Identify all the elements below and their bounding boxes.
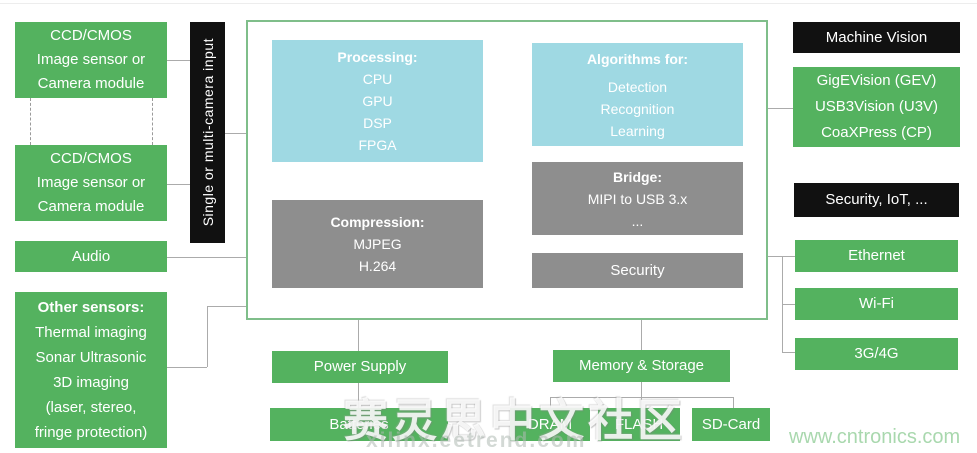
connector-soc-vision (768, 108, 793, 109)
sd-card-box: SD-Card (692, 408, 770, 441)
connector-bus-dram (550, 397, 551, 408)
algorithm-item: Recognition (600, 100, 675, 117)
sd-card-label: SD-Card (701, 415, 761, 433)
camera-module-box-1: CCD/CMOS Image sensor or Camera module (15, 22, 167, 98)
camera-line: CCD/CMOS (50, 150, 132, 167)
vision-standard-item: GigEVision (GEV) (816, 72, 937, 89)
connector-power-batteries (358, 383, 359, 408)
wifi-label: Wi-Fi (859, 295, 894, 312)
bridge-item: MIPI to USB 3.x (587, 190, 688, 207)
camera-line: CCD/CMOS (50, 27, 132, 44)
connector-sensors-soc-h2 (207, 306, 246, 307)
algorithms-box: Algorithms for: Detection Recognition Le… (532, 43, 743, 146)
other-sensors-box: Other sensors: Thermal imaging Sonar Ult… (15, 292, 167, 448)
connector-memory-bus-v (641, 382, 642, 397)
audio-box: Audio (15, 241, 167, 272)
processing-item: GPU (362, 93, 393, 109)
security-iot-header: Security, IoT, ... (794, 183, 959, 217)
processing-item: FPGA (358, 137, 397, 153)
vision-standard-item: CoaXPress (CP) (821, 124, 932, 141)
other-sensor-item: (laser, stereo, (45, 399, 137, 416)
processing-item: DSP (363, 115, 392, 131)
camera-line: Image sensor or (36, 51, 146, 68)
connector-camera2-input (167, 184, 190, 185)
security-iot-label: Security, IoT, ... (825, 191, 928, 208)
wifi-box: Wi-Fi (795, 288, 958, 320)
camera-module-box-2: CCD/CMOS Image sensor or Camera module (15, 145, 167, 221)
processing-item: CPU (362, 71, 393, 87)
compression-box: Compression: MJPEG H.264 (272, 200, 483, 288)
other-sensors-title: Other sensors: (37, 299, 145, 316)
connector-input-soc (225, 133, 246, 134)
other-sensor-item: Sonar Ultrasonic (35, 349, 147, 366)
memory-storage-box: Memory & Storage (553, 350, 730, 382)
connector-bus-sdcard (733, 397, 734, 408)
connector-soc-ethernet (768, 256, 795, 257)
connector-trunk-wifi (782, 304, 795, 305)
machine-vision-header: Machine Vision (793, 22, 960, 53)
power-supply-box: Power Supply (272, 351, 448, 383)
algorithm-item: Detection (607, 78, 668, 95)
flash-box: FLASH (598, 408, 680, 441)
bridge-box: Bridge: MIPI to USB 3.x ... (532, 162, 743, 235)
repeat-dashed-line-right (152, 98, 153, 145)
other-sensor-item: fringe protection) (34, 424, 148, 441)
algorithm-item: Learning (610, 122, 665, 139)
cellular-label: 3G/4G (854, 345, 899, 362)
audio-label: Audio (71, 247, 111, 265)
connector-bus-flash (641, 397, 642, 408)
batteries-box: Batteries (270, 408, 448, 441)
watermark-bottom-right-url: www.cntronics.com (789, 426, 961, 448)
other-sensor-item: Thermal imaging (35, 324, 147, 341)
dram-box: DRAM (510, 408, 590, 441)
other-sensor-item: 3D imaging (53, 374, 129, 391)
connector-audio-soc (167, 257, 246, 258)
connector-sensors-soc-v (207, 306, 208, 367)
repeat-dashed-line-left (30, 98, 31, 145)
camera-input-bar-label: Single or multi-camera input (199, 38, 216, 227)
camera-input-bar: Single or multi-camera input (190, 22, 225, 243)
connector-soc-power (358, 320, 359, 351)
flash-label: FLASH (614, 415, 664, 433)
connector-trunk-cellular (782, 352, 795, 353)
bridge-item: ... (631, 212, 644, 229)
memory-storage-label: Memory & Storage (578, 357, 705, 374)
camera-line: Camera module (37, 198, 145, 215)
processing-title: Processing: (337, 49, 418, 65)
batteries-label: Batteries (329, 415, 389, 433)
vision-standard-item: USB3Vision (U3V) (814, 98, 939, 115)
security-box: Security (532, 253, 743, 288)
processing-box: Processing: CPU GPU DSP FPGA (272, 40, 483, 162)
camera-line: Camera module (37, 75, 145, 92)
compression-title: Compression: (330, 214, 425, 230)
top-divider (0, 3, 977, 4)
ethernet-box: Ethernet (795, 240, 958, 272)
algorithms-title: Algorithms for: (586, 50, 689, 67)
connector-soc-memory (641, 320, 642, 350)
bridge-title: Bridge: (613, 168, 662, 185)
dram-label: DRAM (527, 415, 573, 433)
compression-item: MJPEG (353, 236, 402, 252)
compression-item: H.264 (358, 258, 397, 274)
cellular-box: 3G/4G (795, 338, 958, 370)
soc-frame (246, 20, 768, 320)
vision-standards-box: GigEVision (GEV) USB3Vision (U3V) CoaXPr… (793, 67, 960, 147)
connector-camera1-input (167, 60, 190, 61)
camera-line: Image sensor or (36, 174, 146, 191)
security-label: Security (610, 261, 665, 279)
machine-vision-label: Machine Vision (825, 28, 928, 46)
power-supply-label: Power Supply (313, 358, 407, 375)
connector-sensors-soc-h1 (167, 367, 207, 368)
ethernet-label: Ethernet (848, 247, 905, 264)
